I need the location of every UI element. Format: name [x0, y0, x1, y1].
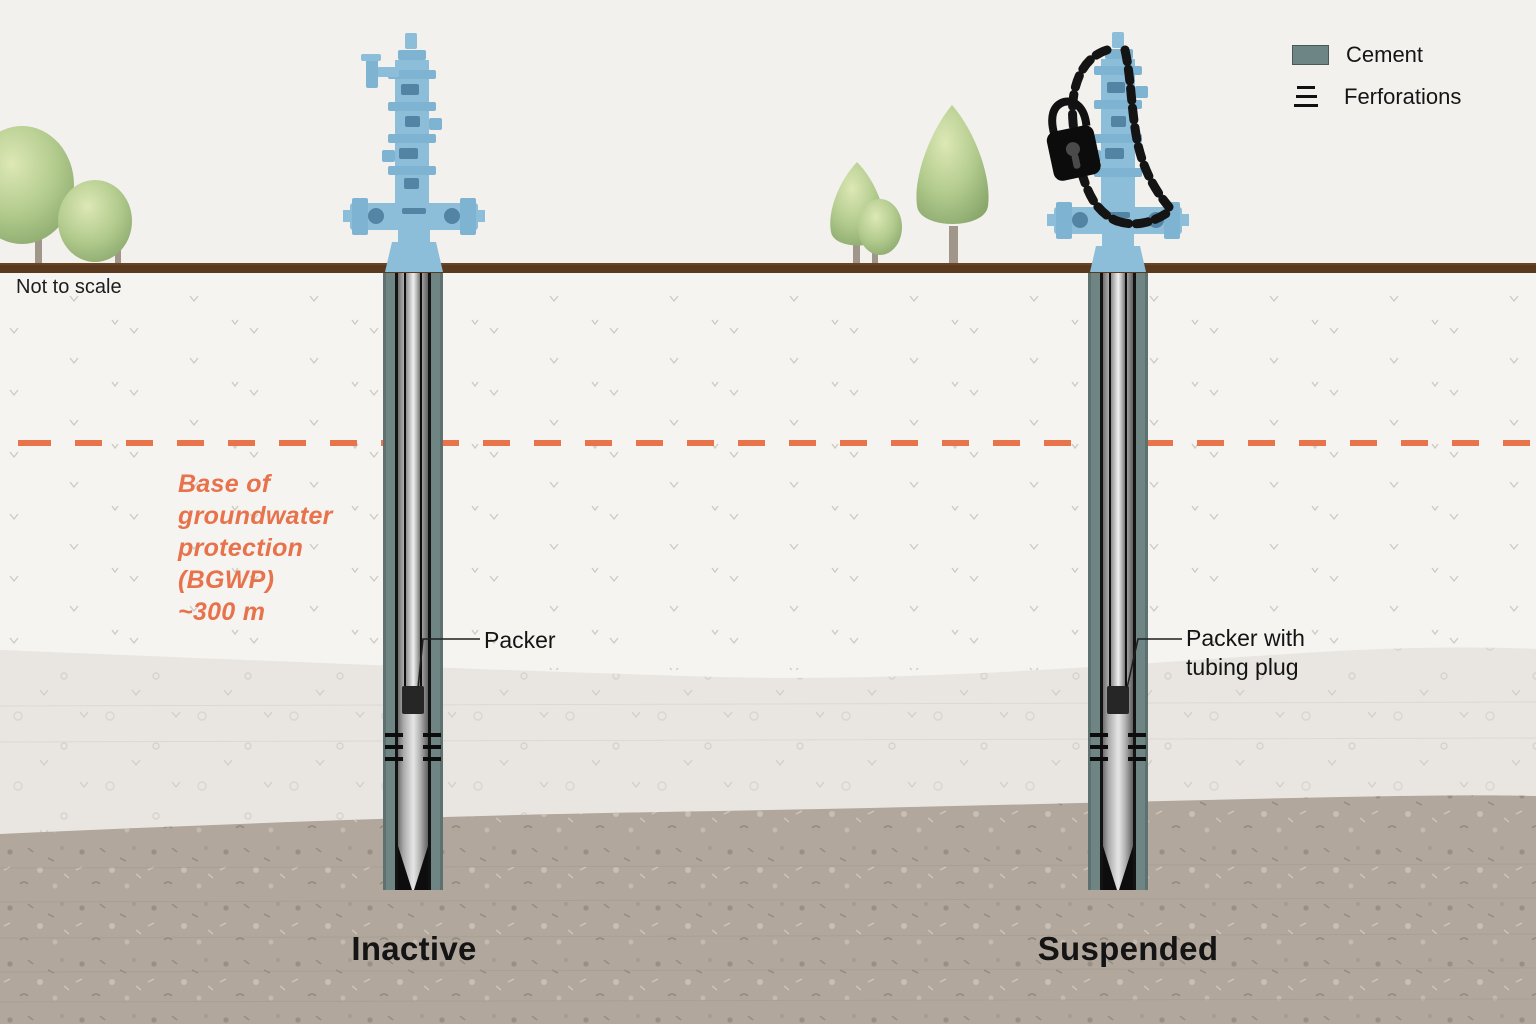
legend-row-perforations: Ferforations: [1292, 83, 1461, 110]
tree: [0, 126, 132, 265]
perforation-tick: [423, 733, 441, 737]
perforation-tick: [385, 757, 403, 761]
tubing-string: [1109, 272, 1127, 688]
perforation-tick: [385, 745, 403, 749]
legend-perforations-label: Ferforations: [1344, 83, 1462, 109]
wellhead-inactive: [343, 33, 485, 272]
cement-swatch: [1292, 45, 1329, 65]
wellhead-suspended: [1046, 32, 1189, 272]
perforation-tick: [1090, 757, 1108, 761]
wellbore-inactive: [383, 272, 443, 890]
wellbore-suspended: [1088, 272, 1148, 890]
perforation-tick: [1090, 745, 1108, 749]
tree: [830, 105, 989, 265]
ground-surface-line: [0, 263, 1536, 273]
perforation-tick: [385, 733, 403, 737]
packer-with-plug-label: Packer with tubing plug: [1186, 625, 1305, 680]
perforation-tick: [423, 757, 441, 761]
perforations-icon: [1292, 83, 1320, 110]
well-status-label-suspended: Suspended: [1037, 930, 1219, 967]
well-status-label-inactive: Inactive: [351, 930, 477, 967]
padlock-icon: [1046, 97, 1101, 181]
legend-row-cement: Cement: [1292, 42, 1461, 68]
tubing-string: [404, 272, 422, 688]
perforation-tick: [423, 745, 441, 749]
packer-label: Packer: [484, 627, 556, 653]
bgwp-label: Base of groundwater protection (BGWP) ~3…: [178, 470, 333, 626]
bgwp-dashed-line: [0, 440, 1536, 446]
legend: Cement Ferforations: [1292, 42, 1461, 125]
packer: [402, 686, 424, 714]
perforation-tick: [1090, 733, 1108, 737]
perforation-tick: [1128, 733, 1146, 737]
not-to-scale-note: Not to scale: [16, 276, 122, 298]
perforation-tick: [1128, 757, 1146, 761]
perforation-tick: [1128, 745, 1146, 749]
packer-with-tubing-plug: [1107, 686, 1129, 714]
legend-cement-label: Cement: [1346, 42, 1424, 67]
